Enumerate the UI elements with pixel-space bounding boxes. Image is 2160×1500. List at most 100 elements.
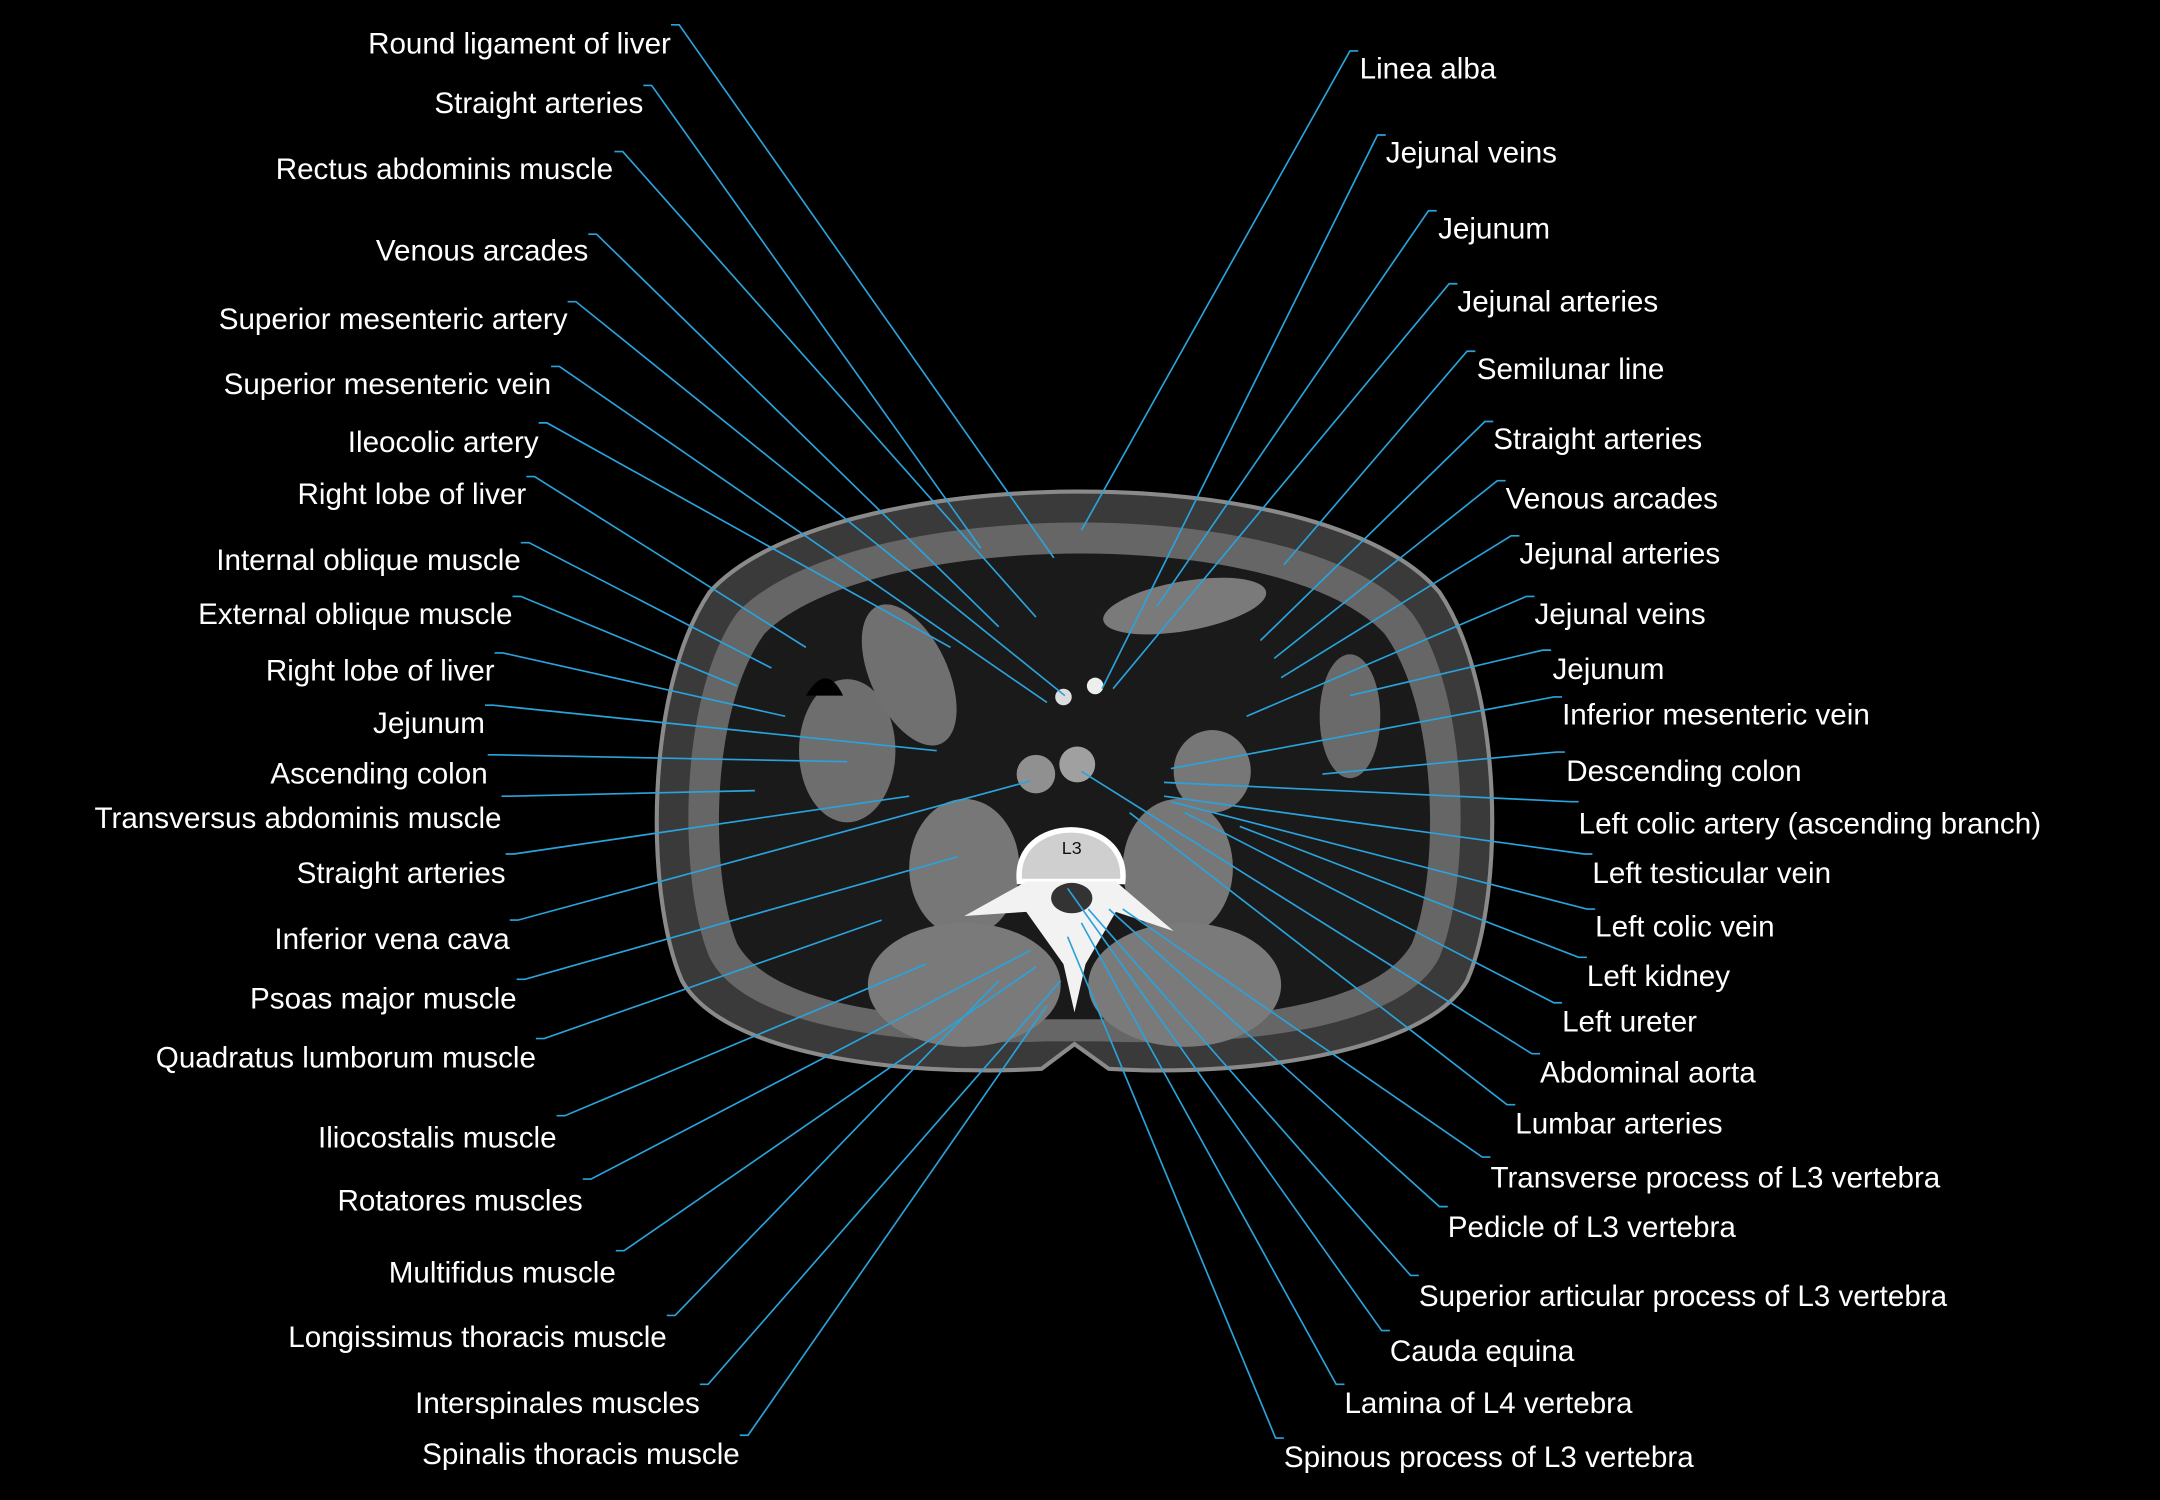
leader-line [487,753,848,763]
leader-line [1280,534,1520,679]
anatomy-label: Jejunum [1552,653,1664,686]
anatomy-label: External oblique muscle [198,598,512,631]
anatomy-label: Pedicle of L3 vertebra [1448,1211,1737,1244]
anatomy-label: Lamina of L4 vertebra [1344,1387,1633,1420]
leader-line [1163,781,1579,803]
anatomy-label: Descending colon [1566,755,1801,788]
anatomy-label: Straight arteries [1493,423,1702,456]
leader-line [1170,696,1563,770]
anatomy-label: Jejunum [373,707,485,740]
kidney [1173,730,1251,813]
anatomy-label: Abdominal aorta [1540,1057,1756,1090]
anatomy-label: Left kidney [1587,960,1730,993]
leader-line [699,980,1062,1386]
leader-line [666,980,1000,1317]
ct-axial-slice: L3 [654,489,1495,1073]
smv [1055,688,1072,706]
anatomy-label: Straight arteries [297,857,506,890]
vertebral-body [1016,827,1126,885]
anatomy-label: Jejunal veins [1535,598,1706,631]
sma [1086,677,1104,695]
anatomy-label: Superior mesenteric artery [219,303,568,336]
leader-line [1322,751,1565,775]
anatomy-label: Transverse process of L3 vertebra [1490,1161,1940,1194]
anatomy-label: Iliocostalis muscle [318,1121,557,1154]
anatomy-label: Jejunal arteries [1457,285,1658,318]
anatomy-label: Superior articular process of L3 vertebr… [1419,1280,1948,1313]
anatomy-label: Longissimus thoracis muscle [288,1321,667,1354]
leader-lines [484,23,1596,1439]
leader-line [1239,825,1587,959]
leader-line [670,23,1055,559]
leader-line [501,789,755,797]
leader-line [538,422,951,649]
spinal-canal [1051,882,1093,914]
leader-line [494,652,786,718]
anatomy-label: Internal oblique muscle [216,544,521,577]
leader-line [1066,936,1284,1439]
anatomy-label: Ileocolic artery [348,426,539,459]
leader-line [1122,908,1491,1158]
leader-line [643,84,982,549]
leader-line [484,704,937,752]
leader-line [1112,282,1458,690]
anatomy-label: Superior mesenteric vein [224,368,552,401]
leader-line [1080,50,1359,531]
leader-line [551,365,1048,704]
leader-line [582,949,1031,1180]
leader-line [520,541,772,669]
leader-line [1080,922,1345,1386]
anatomy-label: Jejunal veins [1386,137,1557,170]
psoas-right [1122,798,1233,937]
anatomy-label: Right lobe of liver [266,654,495,687]
anatomy-label: Ascending colon [270,758,487,791]
anatomy-label: Jejunal arteries [1519,537,1720,570]
leader-line [1259,420,1494,642]
leader-line [567,300,1066,697]
leader-line [1108,908,1448,1208]
leader-line [526,475,807,649]
leader-line [1184,811,1563,1004]
leader-line [1273,479,1506,660]
anatomy-label: Spinous process of L3 vertebra [1284,1441,1694,1474]
posterior-elements [964,881,1174,1013]
ivc [1016,754,1056,794]
leader-line [1129,812,1516,1106]
anatomy-label: Venous arcades [376,234,588,267]
anatomy-label: Semilunar line [1477,353,1665,386]
anatomy-label: Left ureter [1562,1006,1697,1039]
anatomy-label: Spinalis thoracis muscle [422,1438,740,1471]
leader-line [615,966,1037,1252]
leader-line [614,150,1037,618]
bowel-loop [1319,654,1381,779]
leader-line [505,795,910,855]
leader-line [1080,770,1541,1055]
anatomy-label: Left colic artery (ascending branch) [1579,807,2041,840]
leader-line [1246,595,1535,718]
leader-line [1087,908,1419,1277]
bowel-loop [861,604,957,746]
leader-line [1066,887,1390,1332]
anatomy-label: Venous arcades [1506,482,1718,515]
anatomy-label: Cauda equina [1390,1335,1575,1368]
anatomy-label: Quadratus lumborum muscle [156,1041,536,1074]
anatomy-label: Straight arteries [434,87,643,120]
leader-line [1349,649,1552,697]
anatomy-label: Rotatores muscles [338,1185,583,1218]
anatomy-label: Left testicular vein [1592,857,1831,890]
anatomy-label: Lumbar arteries [1515,1108,1722,1141]
leader-line [1170,800,1596,910]
vertebra-label: L3 [1062,838,1082,858]
leader-line [739,1005,1048,1437]
leader-line [1163,795,1593,855]
anatomy-label: Right lobe of liver [298,478,527,511]
leader-line [516,855,958,981]
anatomy-label: Interspinales muscles [415,1387,700,1420]
anatomy-label: Psoas major muscle [250,982,517,1015]
leader-line [556,963,927,1117]
leader-line [535,919,882,1040]
leader-line [509,780,1031,921]
anatomy-label: Linea alba [1360,53,1497,86]
anatomy-label: Transversus abdominis muscle [94,802,501,835]
